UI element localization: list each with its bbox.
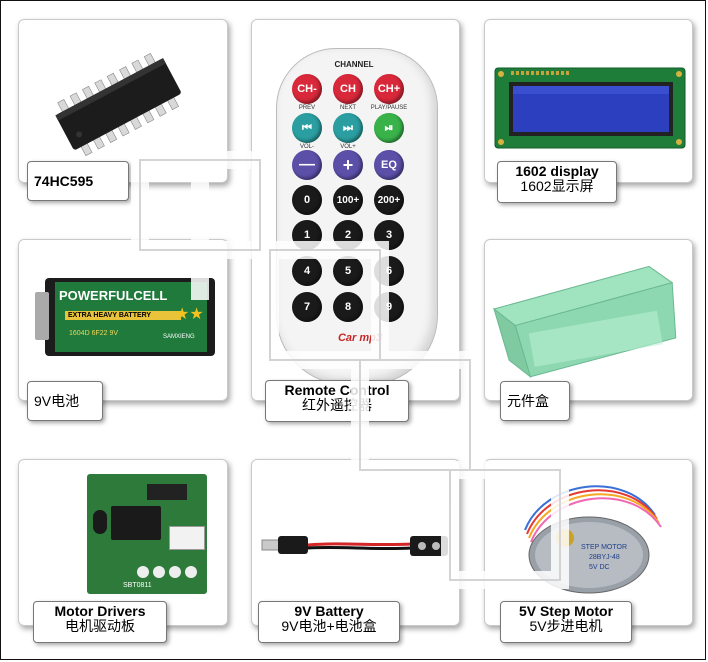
driver-board-text: SBT0811 — [123, 582, 152, 589]
label-battery-clip: 9V Battery 9V电池+电池盒 — [258, 601, 400, 643]
driver-capacitor — [93, 510, 107, 534]
digit-6-button: 6 — [374, 256, 404, 286]
card-box — [484, 239, 693, 401]
star-icon: ★★ — [175, 306, 204, 323]
ic-chip-image — [55, 53, 181, 157]
digit-1-button: 1 — [292, 220, 322, 250]
label-motor-driver: Motor Drivers 电机驱动板 — [33, 601, 167, 643]
prev-icon: ⏮ — [292, 113, 322, 143]
digit-8-button: 8 — [333, 292, 363, 322]
remote-channel-label: CHANNEL — [334, 60, 374, 69]
play-pause-icon: ⏯ — [374, 113, 404, 143]
label-step-motor: 5V Step Motor 5V步进电机 — [500, 601, 632, 643]
battery-subtitle: EXTRA HEAVY BATTERY — [65, 311, 181, 320]
driver-connector — [169, 526, 205, 550]
vol-minus-button: — — [292, 150, 322, 180]
label-lcd: 1602 display 1602显示屏 — [497, 161, 617, 203]
ch-minus-button: CH- — [292, 74, 322, 104]
battery-terminals — [35, 292, 49, 340]
vol-minus-label: VOL- — [299, 144, 314, 150]
vol-plus-label: VOL+ — [340, 144, 356, 150]
label-box: 元件盒 — [500, 381, 570, 421]
100-plus-button: 100+ — [333, 185, 363, 215]
motor-label-line1: STEP MOTOR — [581, 544, 628, 551]
label-remote: Remote Control 红外遥控器 — [265, 380, 409, 422]
driver-leds — [137, 566, 201, 580]
play-pause-label: PLAY/PAUSE — [370, 105, 408, 111]
digit-5-button: 5 — [333, 256, 363, 286]
digit-3-button: 3 — [374, 220, 404, 250]
next-label: NEXT — [339, 105, 356, 111]
digit-2-button: 2 — [333, 220, 363, 250]
ch-button: CH — [333, 74, 363, 104]
driver-board: SBT0811 — [87, 474, 207, 594]
driver-chip — [111, 506, 161, 540]
component-box-image — [492, 265, 677, 379]
card-remote: CHANNEL CH- CH CH+ PREV NEXT PLAY/PAUSE … — [251, 19, 460, 401]
vol-plus-button: + — [333, 150, 363, 180]
digit-4-button: 4 — [292, 256, 322, 286]
card-lcd — [484, 19, 693, 183]
digit-9-button: 9 — [374, 292, 404, 322]
card-battery: POWERFULCELL EXTRA HEAVY BATTERY 1604D 6… — [18, 239, 228, 401]
digit-7-button: 7 — [292, 292, 322, 322]
motor-label-line2: 28BYJ-48 — [589, 554, 620, 561]
ch-plus-button: CH+ — [374, 74, 404, 104]
digit-0-button: 0 — [292, 185, 322, 215]
battery-model: 1604D 6F22 9V — [69, 330, 119, 337]
eq-button: EQ — [374, 150, 404, 180]
battery-maker: SAMXIENG — [163, 334, 195, 340]
motor-label-line3: 5V DC — [589, 564, 610, 571]
prev-label: PREV — [298, 105, 316, 111]
driver-pin-header — [147, 484, 187, 500]
next-icon: ⏭ — [333, 113, 363, 143]
lcd-image — [494, 67, 686, 149]
battery-brand: POWERFULCELL — [59, 288, 168, 303]
card-74hc595 — [18, 19, 228, 183]
200-plus-button: 200+ — [374, 185, 404, 215]
battery-clip-image — [261, 536, 448, 556]
label-74hc595: 74HC595 — [27, 161, 129, 201]
battery-body: POWERFULCELL EXTRA HEAVY BATTERY 1604D 6… — [35, 278, 215, 356]
remote-brand-logo: Car mp3 — [337, 332, 383, 344]
label-battery: 9V电池 — [27, 381, 103, 421]
